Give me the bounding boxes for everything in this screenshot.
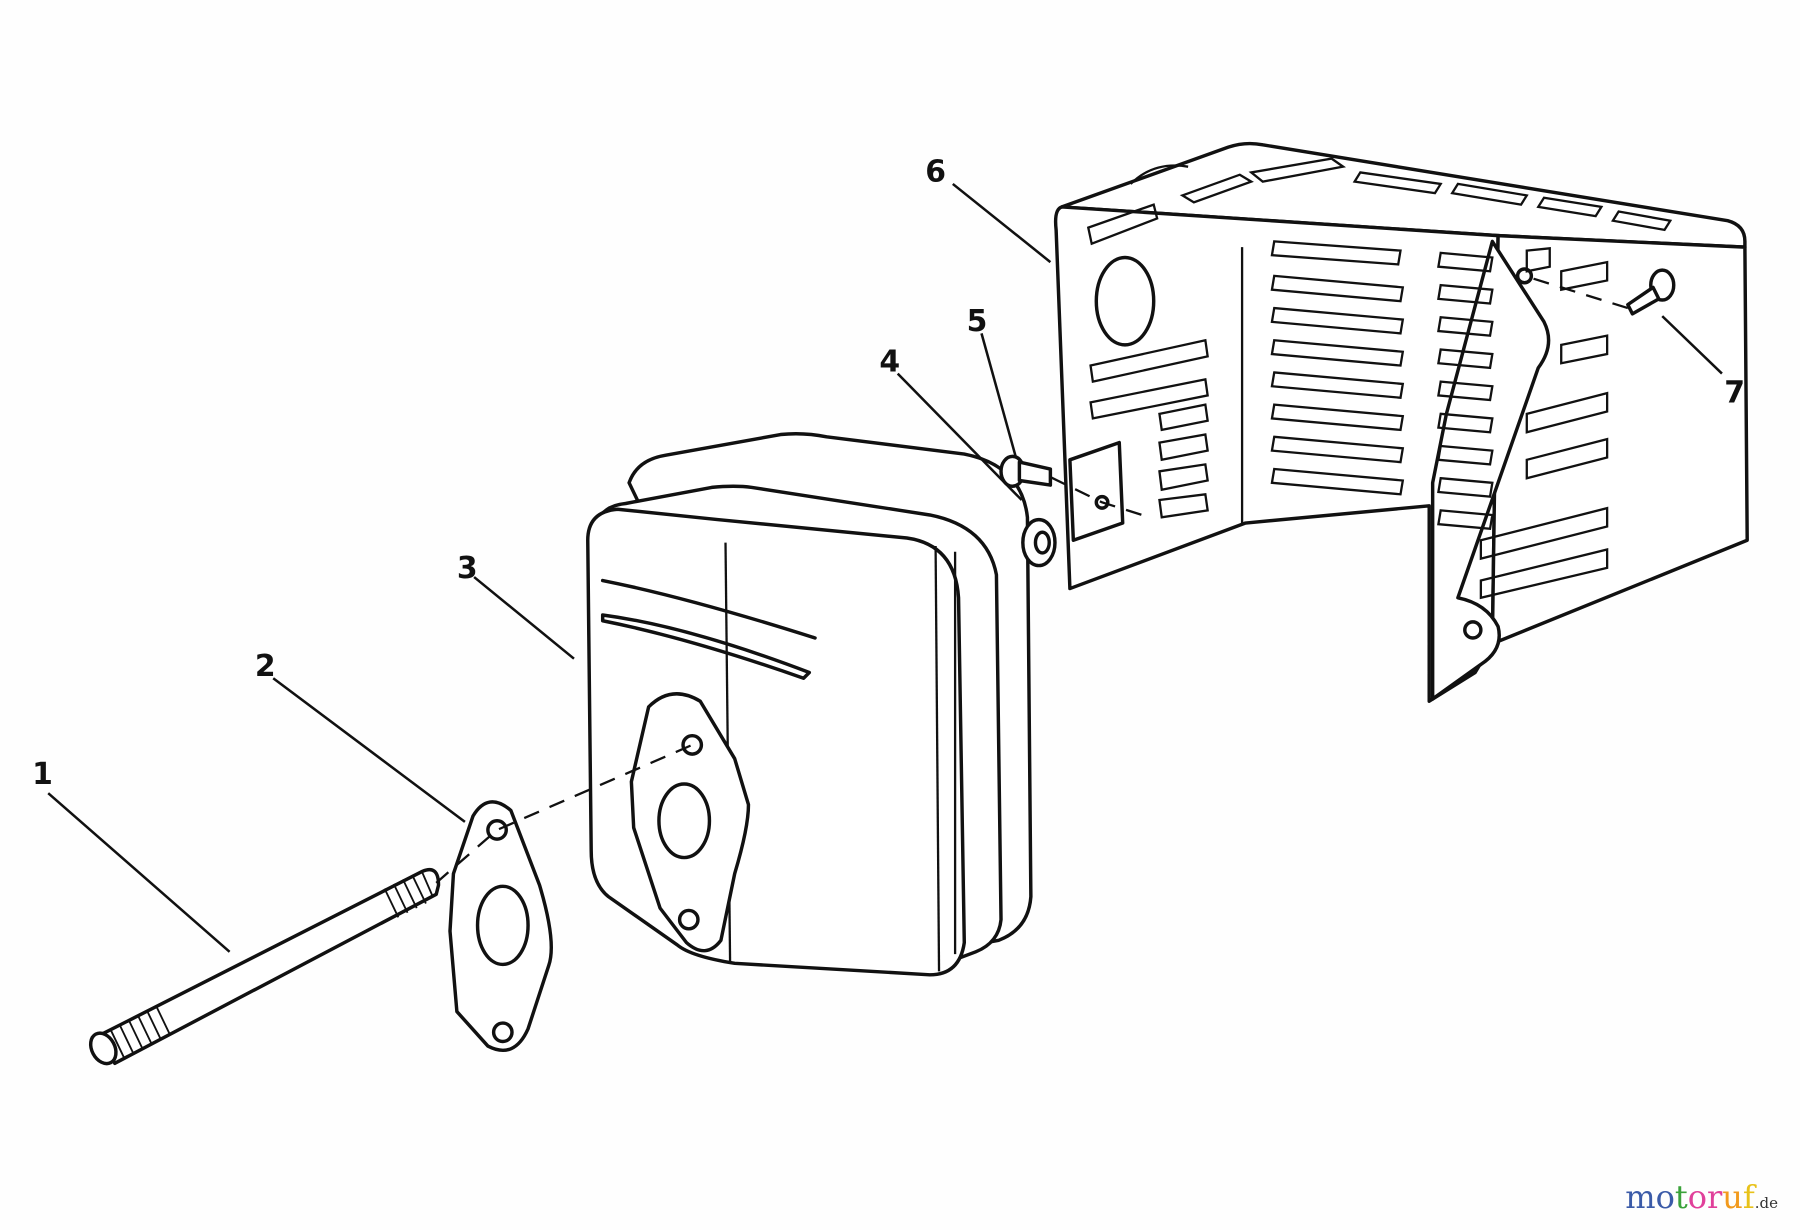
callout-5: 5 bbox=[967, 304, 988, 339]
callout-3: 3 bbox=[457, 551, 478, 586]
wm-suffix: .de bbox=[1754, 1194, 1778, 1212]
wm-r: r bbox=[1707, 1178, 1723, 1216]
callout-6: 6 bbox=[925, 155, 946, 190]
wm-o2: o bbox=[1687, 1178, 1707, 1216]
leader-lines bbox=[47, 182, 1723, 953]
wm-u: u bbox=[1722, 1178, 1743, 1216]
callout-4: 4 bbox=[879, 344, 900, 379]
wm-f: f bbox=[1742, 1178, 1755, 1216]
watermark-logo: motoruf.de bbox=[1625, 1178, 1778, 1216]
muffler-guard-part[interactable] bbox=[1053, 141, 1749, 703]
wm-t: t bbox=[1674, 1178, 1688, 1216]
callouts: 1 2 3 4 5 6 7 bbox=[32, 155, 1745, 792]
exhaust-stud-part[interactable] bbox=[86, 867, 441, 1068]
screw-part-5[interactable] bbox=[999, 454, 1053, 488]
gasket-part[interactable] bbox=[448, 800, 553, 1052]
assembly-lines bbox=[435, 274, 1629, 884]
callout-7: 7 bbox=[1724, 375, 1745, 410]
wm-m: m bbox=[1625, 1178, 1656, 1216]
lock-washer-part[interactable] bbox=[1021, 517, 1057, 568]
muffler-part[interactable] bbox=[586, 432, 1033, 977]
callout-1: 1 bbox=[32, 757, 53, 792]
screw-part-7[interactable] bbox=[1626, 268, 1676, 316]
callout-2: 2 bbox=[255, 649, 276, 684]
wm-o: o bbox=[1655, 1178, 1675, 1216]
